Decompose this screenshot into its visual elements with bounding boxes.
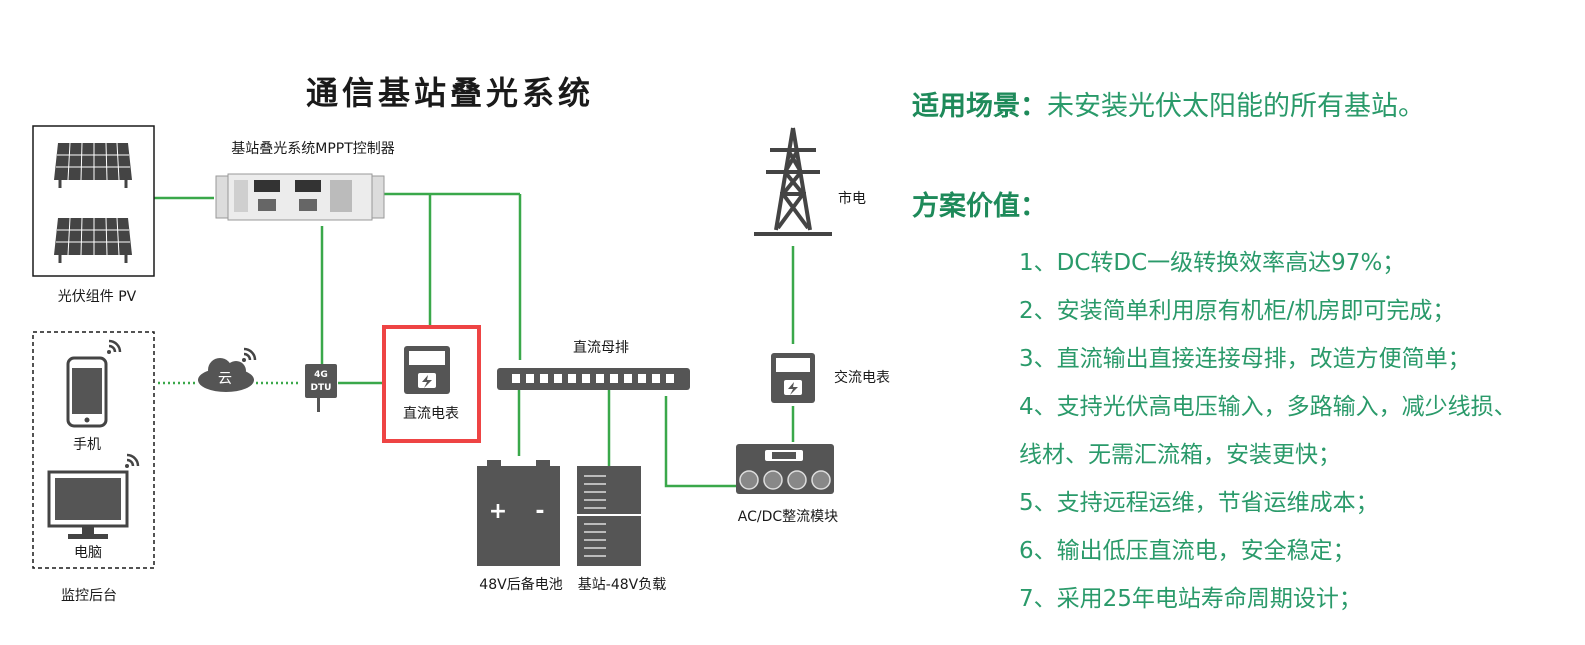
battery-icon: [477, 460, 560, 566]
controller-label: 基站叠光系统MPPT控制器: [231, 140, 395, 157]
power-tower-icon: [754, 127, 832, 236]
ac-meter-label: 交流电表: [834, 369, 890, 386]
value-item: 3、直流输出直接连接母排，改造方便简单；: [1019, 346, 1471, 372]
value-heading: 方案价值：: [912, 184, 1047, 223]
cloud-icon: [198, 358, 254, 392]
busbar-label: 直流母排: [573, 339, 629, 356]
system-diagram: 通信基站叠光系统: [32, 74, 890, 604]
solar-panel-icon: [54, 142, 132, 188]
mppt-controller-device: [215, 173, 385, 221]
busbar-device: [497, 368, 690, 390]
battery-plus: +: [489, 499, 507, 524]
scene-title: 适用场景：: [912, 91, 1047, 122]
dtu-device: [305, 364, 337, 412]
wifi-icon: [242, 347, 257, 362]
value-item: 5、支持远程运维，节省运维成本；: [1019, 490, 1379, 516]
rectifier-device: [736, 444, 834, 494]
load-rack-icon: [577, 466, 641, 566]
phone-icon: [66, 356, 108, 428]
phone-label: 手机: [73, 437, 101, 453]
dtu-line2: DTU: [311, 383, 332, 393]
solar-panel-icon: [54, 217, 132, 263]
battery-label: 48V后备电池: [479, 576, 562, 593]
load-label: 基站-48V负载: [578, 576, 666, 593]
diagram-title: 通信基站叠光系统: [306, 74, 594, 112]
dc-meter-label: 直流电表: [403, 405, 459, 422]
battery-minus: -: [535, 499, 544, 524]
wifi-icon: [125, 453, 140, 468]
value-item: 2、安装简单利用原有机柜/机房即可完成；: [1019, 298, 1456, 324]
dc-meter-icon: [404, 346, 450, 394]
connection-lines: [154, 192, 795, 488]
monitor-label: 监控后台: [61, 588, 117, 604]
monitor-frame: [32, 331, 155, 569]
pv-label: 光伏组件 PV: [58, 289, 137, 305]
dtu-line1: 4G: [314, 370, 328, 380]
rectifier-label: AC/DC整流模块: [738, 509, 838, 525]
scene-heading: 适用场景：未安装光伏太阳能的所有基站。: [912, 84, 1425, 123]
grid-label: 市电: [838, 190, 866, 207]
value-item-continued: 线材、无需汇流箱，安装更快；: [1019, 442, 1341, 468]
value-title: 方案价值：: [912, 191, 1047, 222]
cloud-label: 云: [218, 371, 232, 387]
value-item: 1、DC转DC一级转换效率高达97%；: [1019, 250, 1406, 276]
ac-meter-icon: [771, 353, 815, 403]
pc-label: 电脑: [74, 545, 102, 561]
computer-icon: [47, 470, 129, 539]
value-item: 4、支持光伏高电压输入，多路输入，减少线损、: [1019, 394, 1517, 420]
value-item: 7、采用25年电站寿命周期设计；: [1019, 586, 1362, 612]
value-item: 6、输出低压直流电，安全稳定；: [1019, 538, 1356, 564]
scene-text: 未安装光伏太阳能的所有基站。: [1047, 91, 1425, 122]
wifi-icon: [107, 339, 122, 354]
